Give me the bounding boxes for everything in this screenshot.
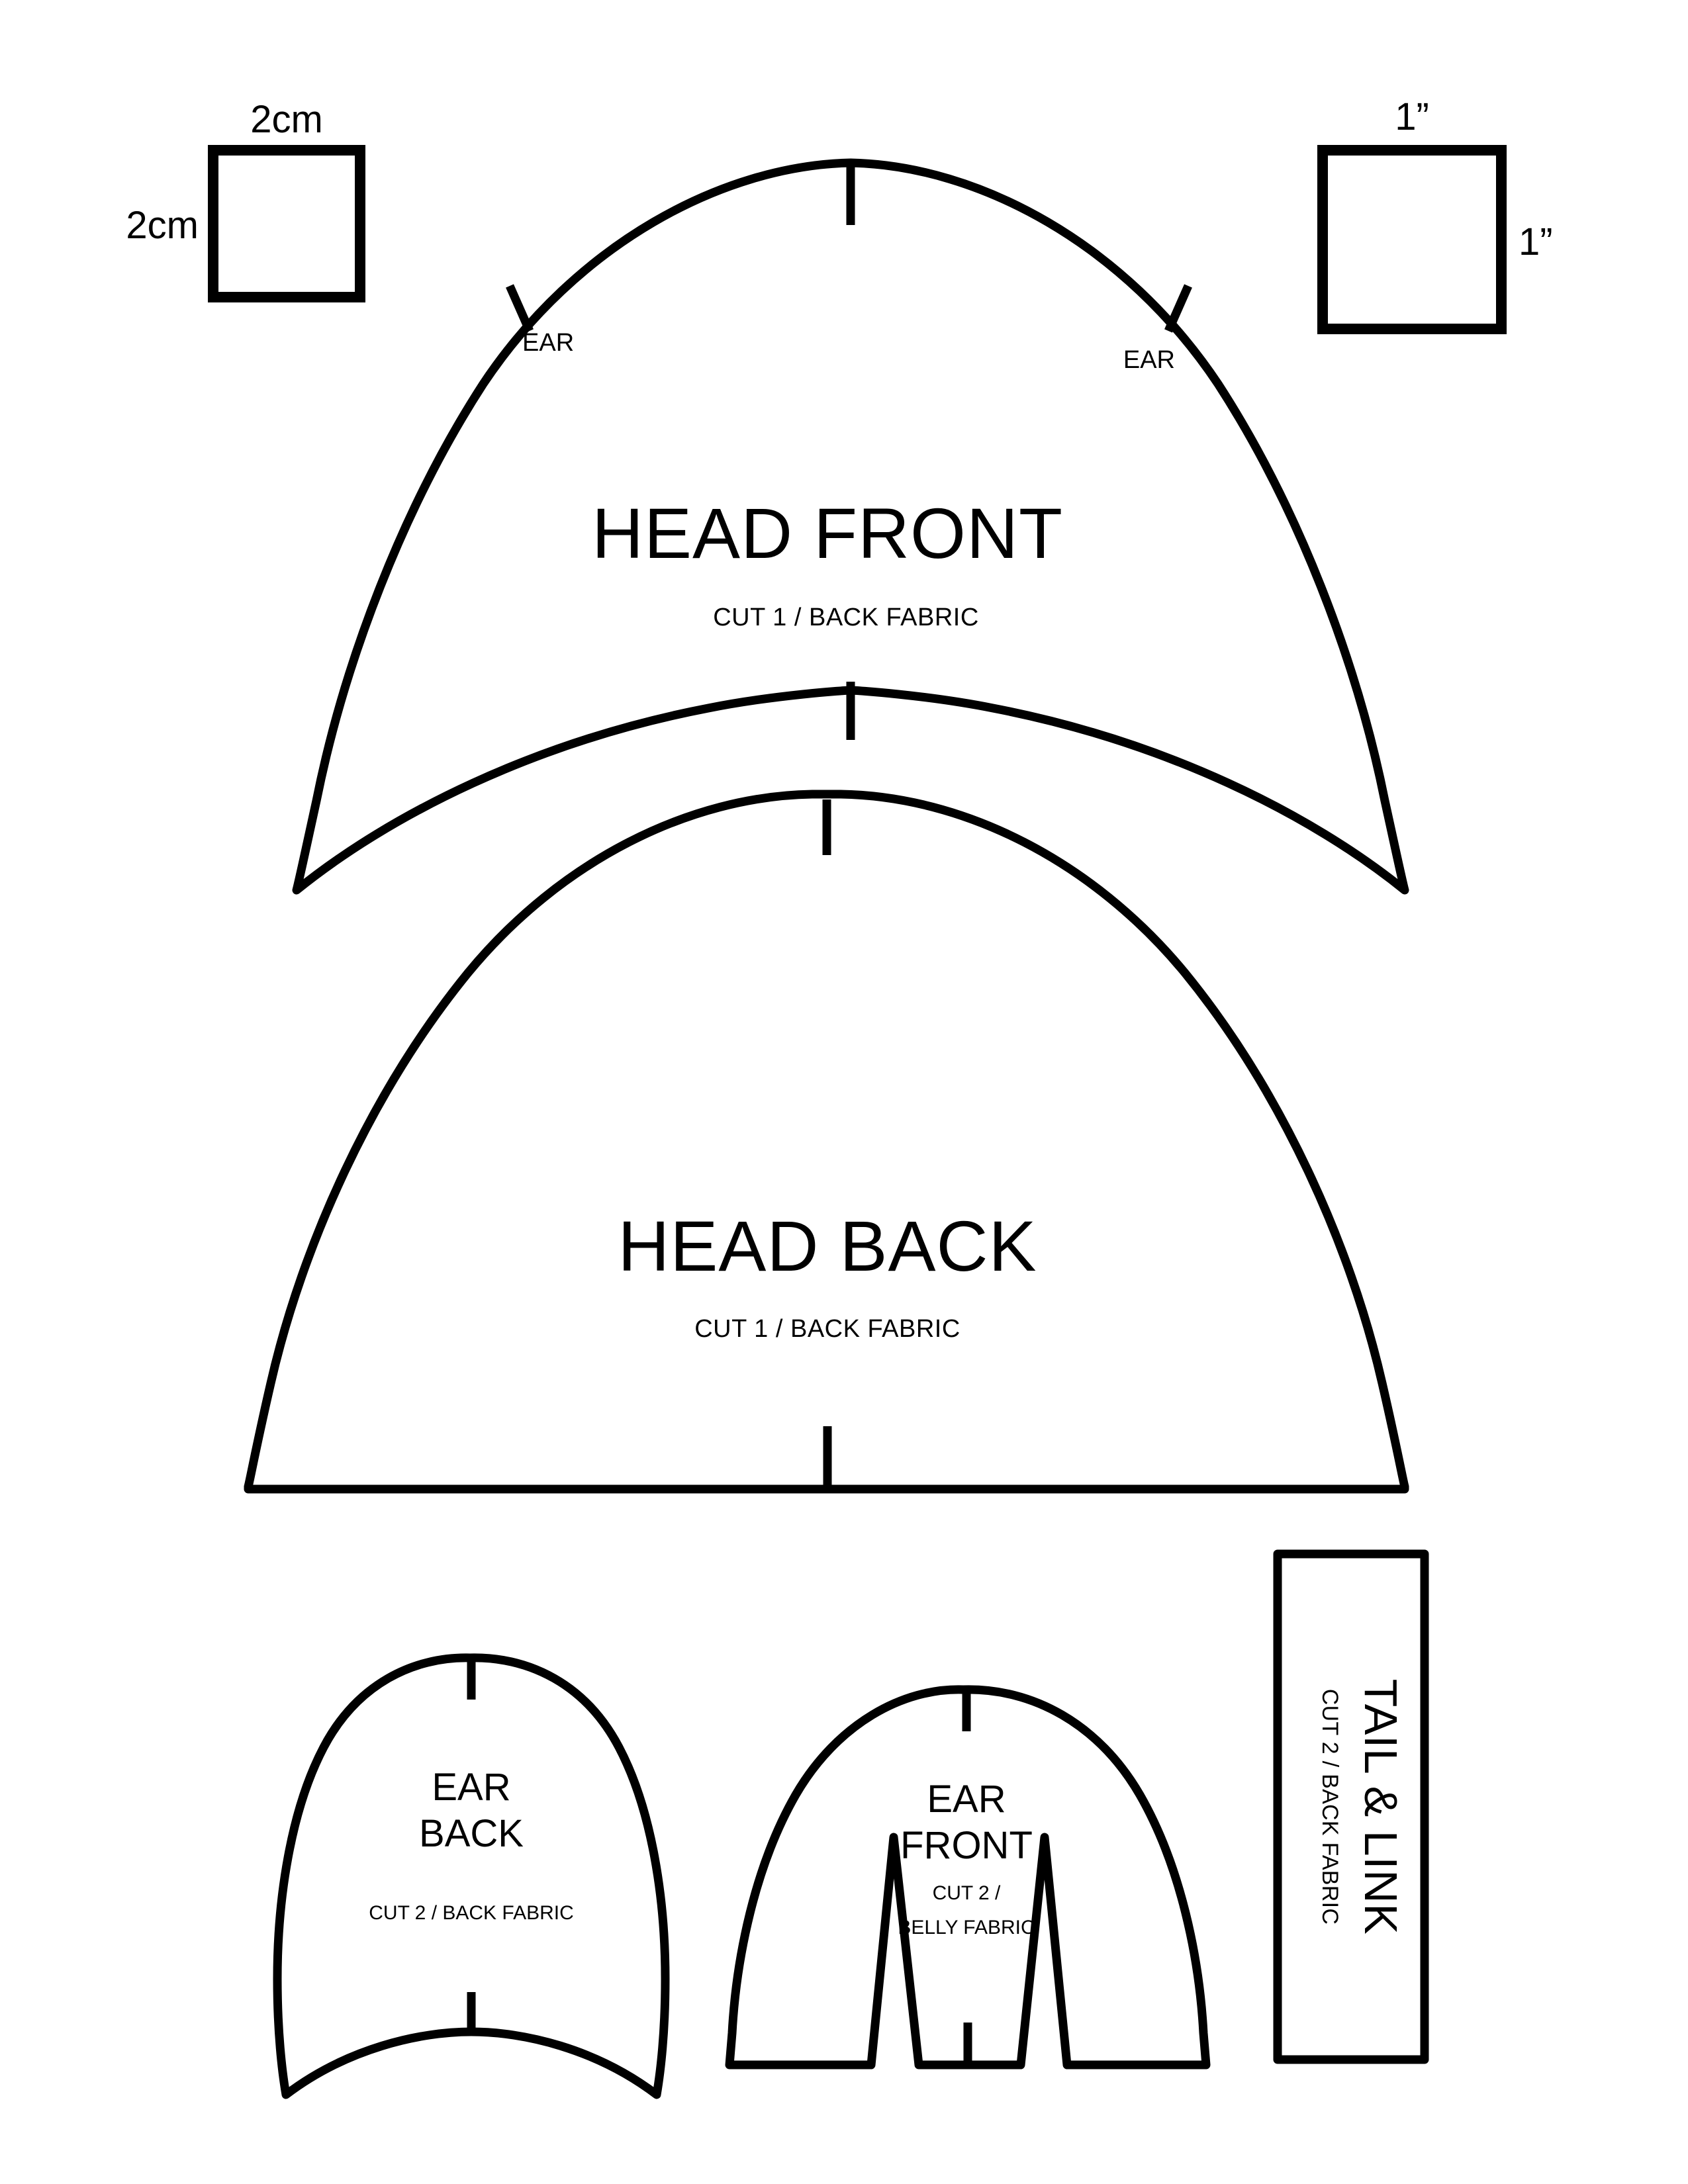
metric-square-top-label: 2cm: [250, 98, 323, 141]
tail-and-link-subtitle: CUT 2 / BACK FABRIC: [1317, 1689, 1342, 1925]
imperial-square-outline: [1317, 145, 1507, 334]
head-front-subtitle: CUT 1 / BACK FABRIC: [713, 604, 979, 631]
head-front-title: HEAD FRONT: [592, 493, 1063, 573]
ear-front-subtitle-line2: BELLY FABRIC: [898, 1917, 1035, 1938]
head-front-ear-label-right: EAR: [1123, 346, 1175, 374]
head-back-outline: [244, 790, 1409, 1494]
imperial-square-top-label: 1”: [1395, 95, 1429, 138]
head-front-ear-label-left: EAR: [522, 329, 574, 357]
head-front-ear-notch-right: [1164, 284, 1192, 333]
ear-front-title-line1: EAR: [927, 1778, 1006, 1821]
pattern-piece-head-front: EAR EAR HEAD FRONT CUT 1 / BACK FABRIC: [292, 158, 1409, 895]
pattern-piece-head-back: HEAD BACK CUT 1 / BACK FABRIC: [244, 790, 1409, 1494]
calibration-square-imperial: 1” 1”: [1317, 95, 1553, 334]
head-front-ear-notch-left: [506, 284, 534, 333]
pattern-piece-tail-and-link: TAIL & LINK CUT 2 / BACK FABRIC: [1273, 1549, 1429, 2064]
tail-and-link-outline: [1273, 1549, 1429, 2064]
calibration-square-metric: 2cm 2cm: [126, 98, 365, 302]
metric-square-side-label: 2cm: [126, 204, 199, 247]
head-back-subtitle: CUT 1 / BACK FABRIC: [694, 1315, 961, 1343]
ear-back-subtitle: CUT 2 / BACK FABRIC: [369, 1902, 574, 1924]
pattern-piece-ear-back: EAR BACK CUT 2 / BACK FABRIC: [273, 1653, 670, 2099]
ear-front-outline: [725, 1685, 1211, 2070]
imperial-square-side-label: 1”: [1519, 220, 1553, 263]
ear-back-title-line1: EAR: [432, 1766, 510, 1809]
tail-and-link-title: TAIL & LINK: [1355, 1679, 1407, 1935]
ear-front-title-line2: FRONT: [900, 1824, 1033, 1867]
head-back-title: HEAD BACK: [618, 1206, 1037, 1286]
pattern-piece-ear-front: EAR FRONT CUT 2 / BELLY FABRIC: [725, 1685, 1211, 2070]
metric-square-outline: [208, 145, 365, 302]
ear-front-subtitle-line1: CUT 2 /: [933, 1882, 1001, 1904]
ear-back-title-line2: BACK: [419, 1812, 524, 1855]
